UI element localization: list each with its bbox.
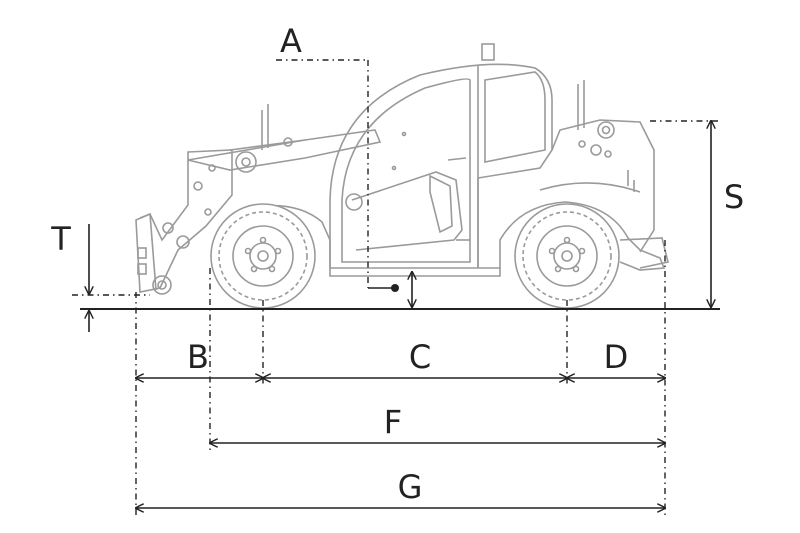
label-c: C <box>409 338 431 376</box>
wheel-icon <box>210 203 316 309</box>
dimension-lines <box>72 59 720 516</box>
a-reference-dot <box>391 284 399 292</box>
label-g: G <box>398 468 423 506</box>
label-a: A <box>280 22 302 60</box>
label-b: B <box>187 338 209 376</box>
wheel-icon <box>514 203 620 309</box>
dimension-labels: A B C D F G S T <box>50 22 744 506</box>
label-f: F <box>384 403 402 441</box>
label-d: D <box>604 338 629 376</box>
label-s: S <box>724 178 744 216</box>
label-t: T <box>50 220 71 258</box>
